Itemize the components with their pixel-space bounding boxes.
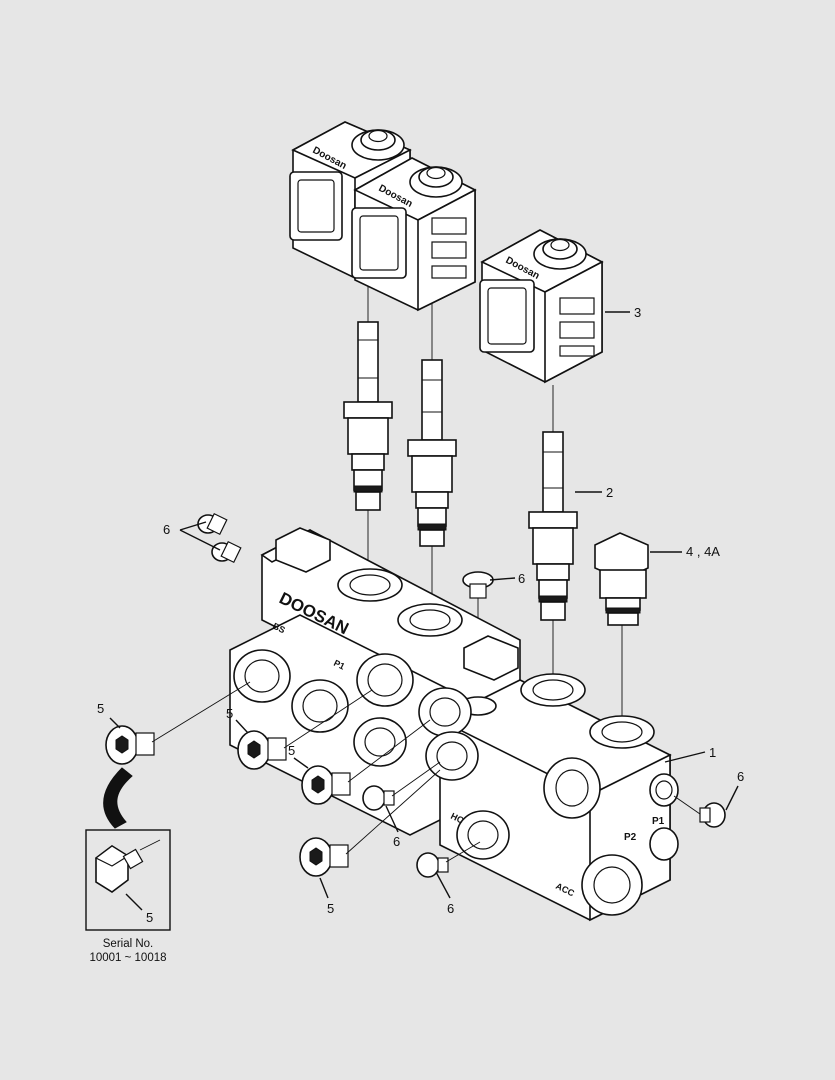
callout-5-bottom: 5 xyxy=(327,901,334,916)
callout-1: 1 xyxy=(709,745,716,760)
port-label-p2: P2 xyxy=(624,832,637,843)
plug-6-top-left-a xyxy=(197,512,228,536)
cartridge-valve-c xyxy=(528,431,578,621)
plug-5-bottom xyxy=(299,837,349,877)
plug-5-third xyxy=(301,765,351,805)
plug-6-top-left-b xyxy=(211,540,242,564)
callout-5-third: 5 xyxy=(288,743,295,758)
plug-5-second xyxy=(237,730,287,770)
plug-6-top-center xyxy=(462,571,494,599)
cartridge-valve-a xyxy=(343,321,393,511)
callout-5-left: 5 xyxy=(97,701,104,716)
serial-variant-inset: 5 xyxy=(85,767,171,931)
callout-6-right: 6 xyxy=(737,769,744,784)
plug-6-mid xyxy=(362,785,395,811)
port-label-bs: BS xyxy=(271,621,287,635)
inset-callout-5: 5 xyxy=(146,910,153,925)
serial-range: 10001 ~ 10018 xyxy=(89,952,166,964)
plug-6-right xyxy=(699,802,726,828)
callout-2: 2 xyxy=(606,485,613,500)
callout-6-top-center: 6 xyxy=(518,571,525,586)
port-label-p1: P1 xyxy=(652,816,665,827)
callout-3: 3 xyxy=(634,305,641,320)
callout-6-bottom: 6 xyxy=(447,901,454,916)
inset-pointer-arrow xyxy=(103,767,133,829)
solenoid-coil-c: Doosan xyxy=(479,229,604,384)
callout-5-second: 5 xyxy=(226,706,233,721)
callout-4-4a: 4 , 4A xyxy=(686,544,720,559)
plug-5-left xyxy=(105,725,155,765)
solenoid-coil-b: Doosan xyxy=(351,157,477,312)
port-label-p1-top: P1 xyxy=(332,658,346,672)
cartridge-valve-b xyxy=(407,359,457,547)
callout-6-mid: 6 xyxy=(393,834,400,849)
plug-6-bottom xyxy=(416,852,449,878)
valve-block-body: DOOSAN BS P1 HC P2 P1 ACC xyxy=(229,527,679,922)
relief-valve-cartridge xyxy=(594,532,649,626)
callout-6-top-left: 6 xyxy=(163,522,170,537)
serial-label: Serial No. xyxy=(103,938,154,950)
callout-leaders xyxy=(109,311,739,899)
